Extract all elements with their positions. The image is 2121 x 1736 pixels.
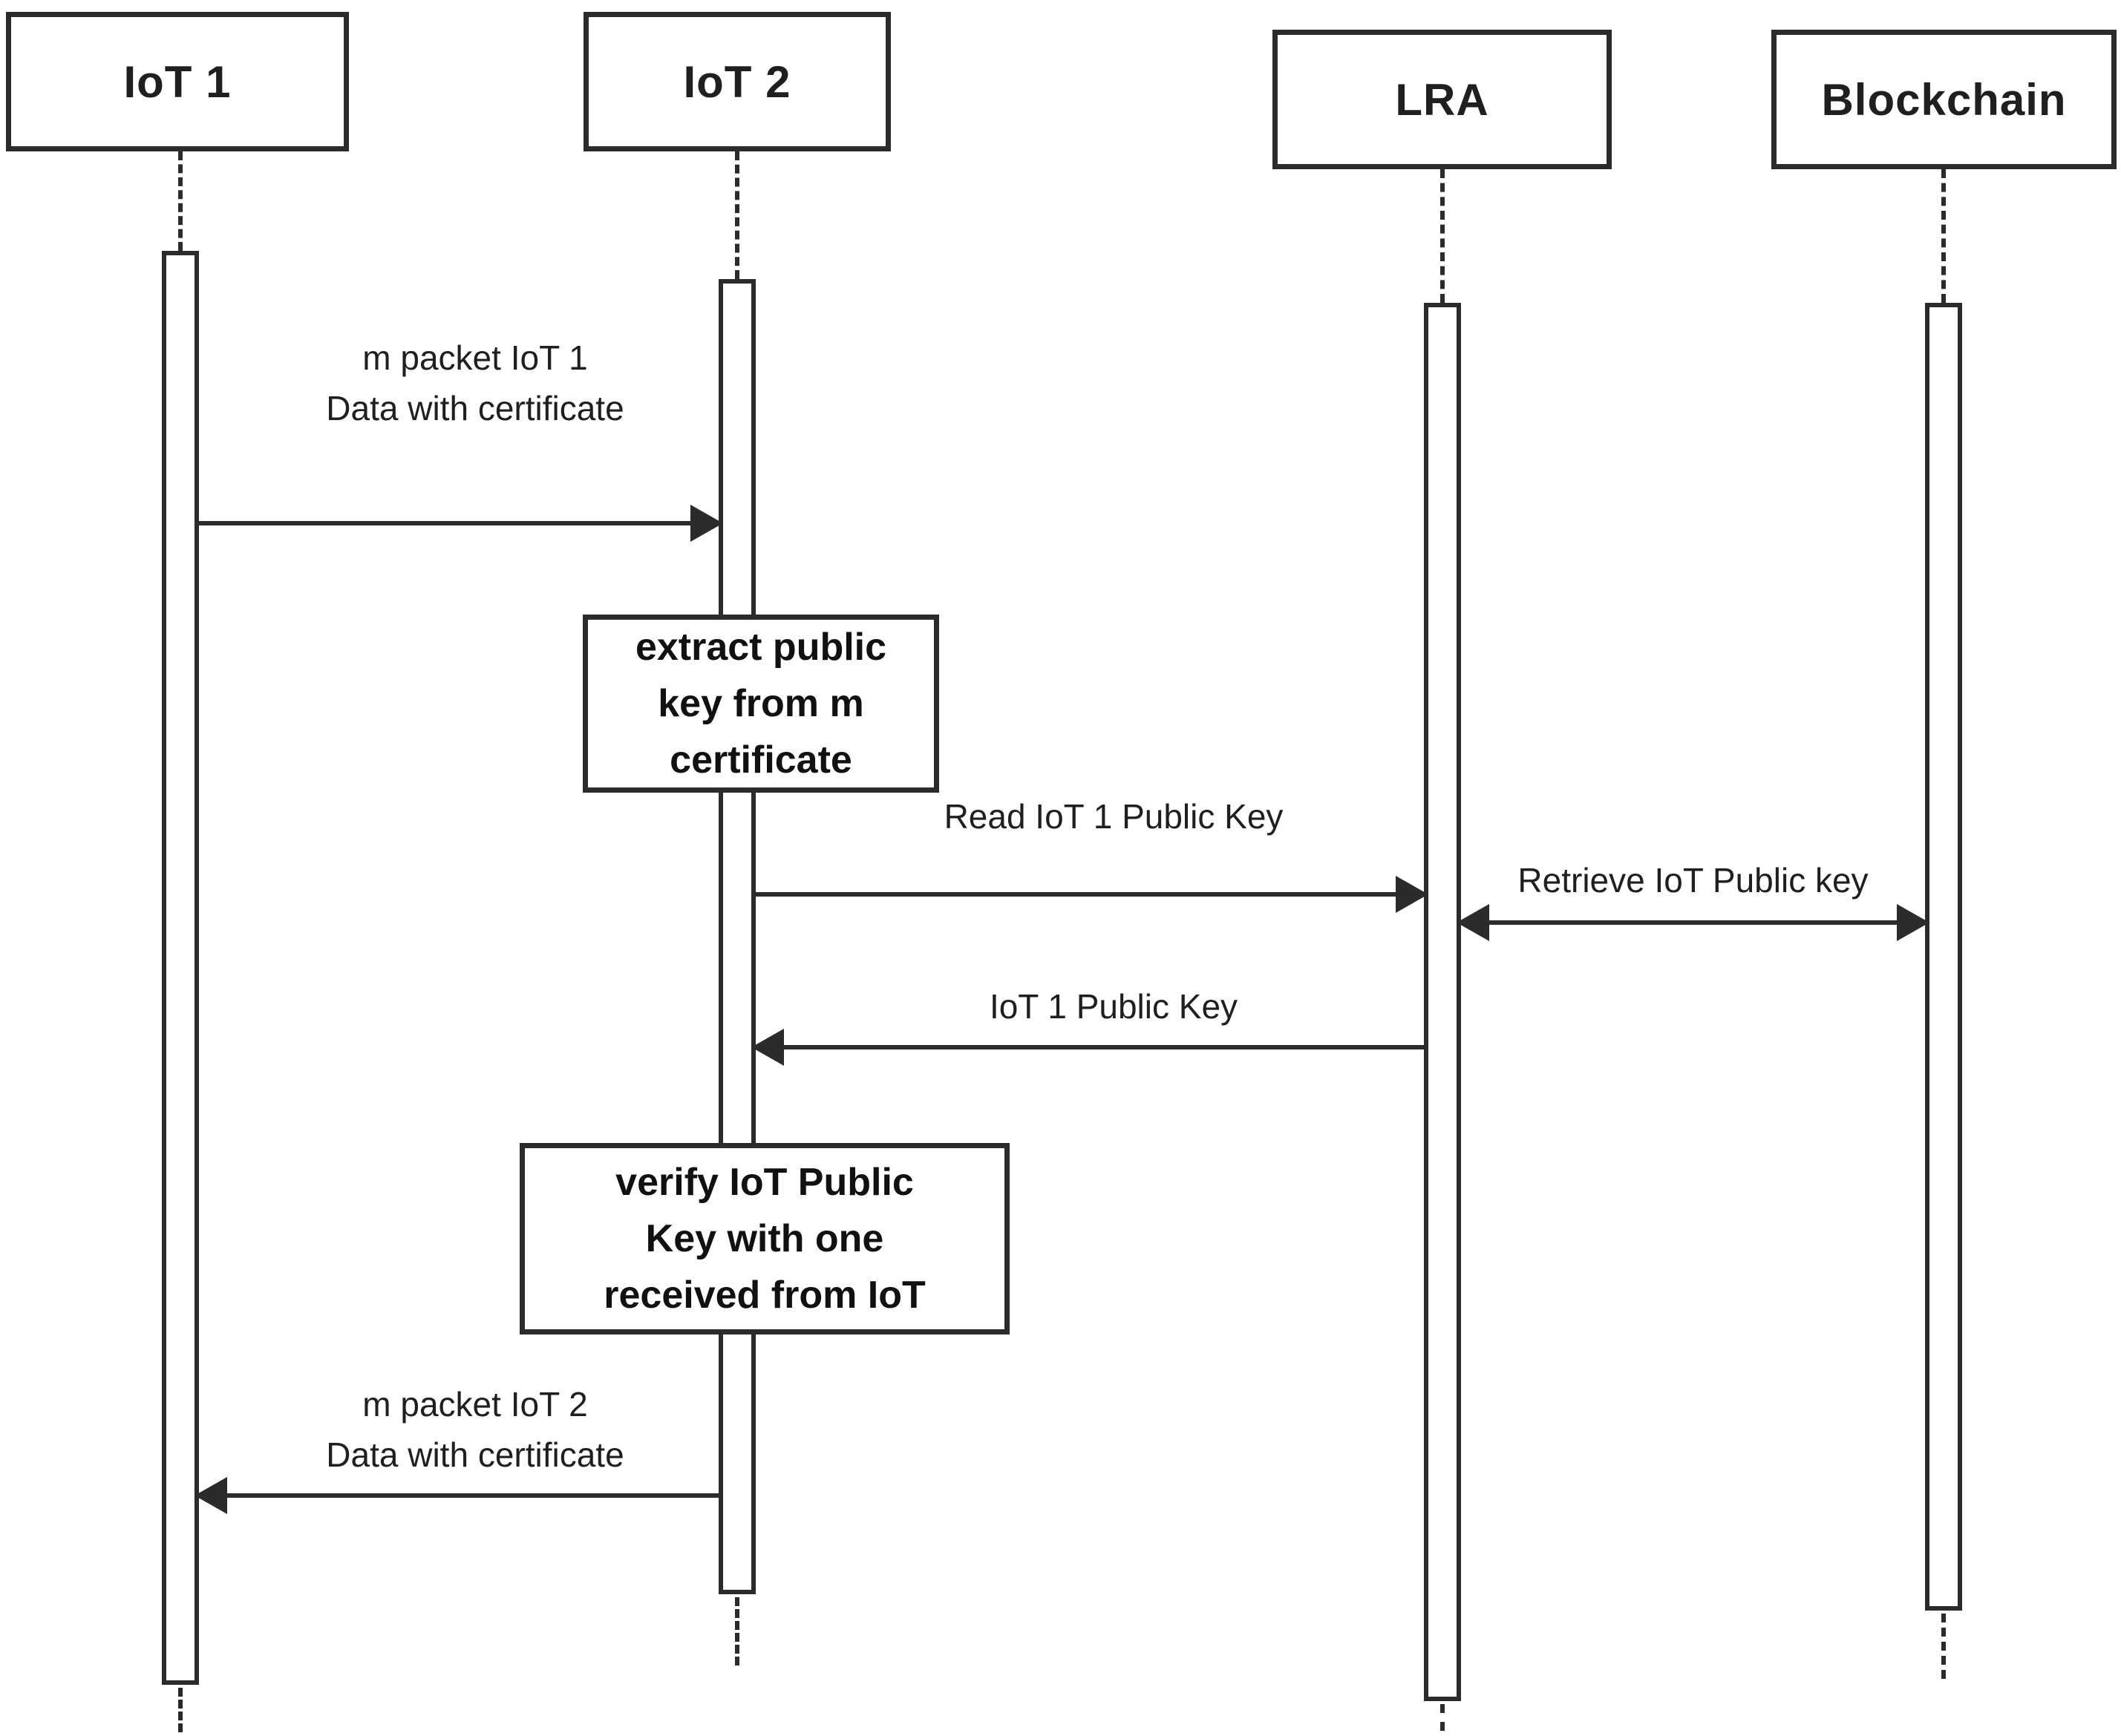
message-arrow-4 xyxy=(751,1029,1424,1066)
lifeline-iot2-top xyxy=(735,151,739,279)
message-label-2: Read IoT 1 Public Key xyxy=(802,791,1425,842)
participant-box-iot1: IoT 1 xyxy=(6,12,349,151)
message-label-1-line2: Data with certificate xyxy=(326,389,624,428)
arrowhead-left-icon xyxy=(751,1029,784,1066)
lifeline-blockchain-bottom xyxy=(1941,1614,1946,1679)
lifeline-blockchain-top xyxy=(1941,169,1946,303)
message-arrow-1 xyxy=(199,505,723,542)
arrowhead-right-icon xyxy=(690,505,723,542)
message-arrow-5 xyxy=(195,1477,719,1514)
arrowhead-left-icon xyxy=(1457,904,1489,941)
message-label-1-line1: m packet IoT 1 xyxy=(362,338,588,377)
action-box-verify-public-key: verify IoT Public Key with one received … xyxy=(520,1143,1010,1334)
message-arrow-3 xyxy=(1457,904,1929,941)
message-label-3: Retrieve IoT Public key xyxy=(1461,855,1925,905)
action-box-2-line3: received from IoT xyxy=(604,1274,926,1317)
arrowhead-right-icon xyxy=(1897,904,1929,941)
lifeline-lra-bottom xyxy=(1440,1704,1445,1731)
lifeline-iot1-top xyxy=(178,151,183,251)
lifeline-iot2-bottom xyxy=(735,1597,739,1665)
action-box-1-line2: key from m xyxy=(658,682,864,725)
action-box-extract-public-key: extract public key from m certificate xyxy=(583,615,939,793)
message-label-5-line1: m packet IoT 2 xyxy=(362,1385,588,1424)
activation-bar-blockchain xyxy=(1925,303,1962,1611)
participant-box-lra: LRA xyxy=(1272,30,1612,169)
participant-label-iot2: IoT 2 xyxy=(683,56,791,107)
participant-label-lra: LRA xyxy=(1395,74,1489,125)
action-box-2-line2: Key with one xyxy=(645,1217,884,1260)
message-arrow-2 xyxy=(756,876,1428,913)
activation-bar-lra xyxy=(1424,303,1461,1701)
message-label-4-line1: IoT 1 Public Key xyxy=(989,987,1238,1026)
activation-bar-iot2 xyxy=(719,279,756,1594)
activation-bar-iot1 xyxy=(162,251,199,1685)
participant-label-blockchain: Blockchain xyxy=(1821,74,2067,125)
message-label-1: m packet IoT 1 Data with certificate xyxy=(186,333,765,433)
participant-label-iot1: IoT 1 xyxy=(123,56,232,107)
participant-box-iot2: IoT 2 xyxy=(584,12,891,151)
message-label-2-line1: Read IoT 1 Public Key xyxy=(944,797,1284,836)
message-label-5-line2: Data with certificate xyxy=(326,1435,624,1474)
arrowhead-left-icon xyxy=(195,1477,227,1514)
action-box-1-line3: certificate xyxy=(670,738,852,782)
message-label-4: IoT 1 Public Key xyxy=(802,981,1425,1032)
message-label-5: m packet IoT 2 Data with certificate xyxy=(186,1379,765,1480)
participant-box-blockchain: Blockchain xyxy=(1771,30,2117,169)
lifeline-lra-top xyxy=(1440,169,1445,303)
message-label-3-line1: Retrieve IoT Public key xyxy=(1517,861,1869,900)
action-box-1-line1: extract public xyxy=(635,626,887,669)
arrowhead-right-icon xyxy=(1396,876,1428,913)
lifeline-iot1-bottom xyxy=(178,1688,183,1732)
action-box-2-line1: verify IoT Public xyxy=(615,1161,914,1204)
